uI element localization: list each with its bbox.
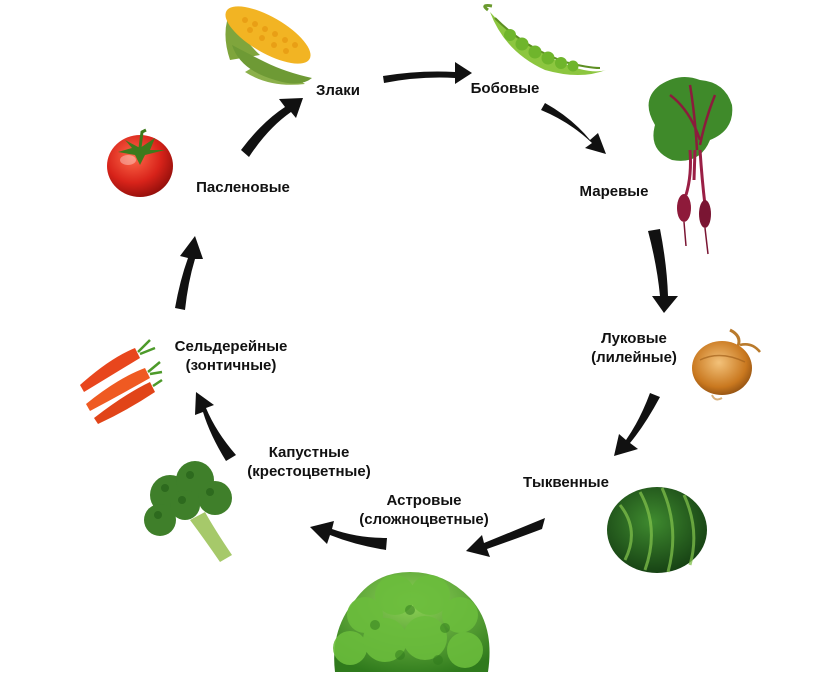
- label-bobovye: Бобовые: [471, 79, 540, 98]
- watermelon-icon: [607, 487, 707, 573]
- beet-icon: [648, 76, 733, 255]
- label-astrovye-line-1: Астровые: [386, 492, 462, 509]
- label-paslenovye-line-1: Пасленовые: [196, 179, 290, 196]
- arrow-lukovye-to-tykvennye: [614, 393, 660, 456]
- label-lukovye-line-2: (лилейные): [591, 349, 677, 366]
- corn-icon: [225, 6, 312, 85]
- label-seldereinye-line-1: Сельдерейные: [174, 338, 288, 355]
- arrow-zlaki-to-bobovye: [383, 62, 472, 84]
- label-zlaki-line-1: Злаки: [316, 82, 360, 99]
- label-seldereinye-line-2: (зонтичные): [185, 357, 277, 374]
- label-zlaki: Злаки: [316, 81, 360, 100]
- label-marevye: Маревые: [580, 182, 649, 201]
- arrow-tykvennye-to-astrovye: [466, 518, 545, 557]
- label-paslenovye: Пасленовые: [196, 178, 290, 197]
- arrow-marevye-to-lukovye: [648, 229, 678, 313]
- arrow-kapustnye-to-seldereinye: [195, 392, 236, 461]
- lettuce-icon: [333, 572, 490, 672]
- label-marevye-line-1: Маревые: [579, 183, 649, 200]
- label-kapustnye-line-2: (крестоцветные): [247, 463, 371, 480]
- arrow-paslenovye-to-zlaki: [241, 98, 303, 157]
- carrot-icon: [80, 339, 163, 424]
- tomato-icon: [107, 128, 173, 197]
- arrow-bobovye-to-marevye: [541, 103, 606, 154]
- pea-pod-icon: [483, 4, 606, 75]
- label-tykvennye-line-1: Тыквенные: [523, 474, 609, 491]
- label-kapustnye: Капустные (крестоцветные): [247, 443, 370, 481]
- arrow-seldereinye-to-paslenovye: [175, 236, 203, 310]
- label-seldereinye: Сельдерейные (зонтичные): [175, 337, 288, 375]
- label-astrovye-line-2: (сложноцветные): [359, 511, 489, 528]
- broccoli-icon: [144, 461, 232, 562]
- onion-icon: [692, 328, 761, 401]
- label-tykvennye: Тыквенные: [523, 473, 609, 492]
- label-astrovye: Астровые (сложноцветные): [359, 491, 488, 529]
- arrow-astrovye-to-kapustnye: [310, 521, 387, 550]
- label-bobovye-line-1: Бобовые: [470, 80, 540, 97]
- label-lukovye-line-1: Луковые: [601, 330, 667, 347]
- label-lukovye: Луковые (лилейные): [591, 329, 677, 367]
- label-kapustnye-line-1: Капустные: [268, 444, 350, 461]
